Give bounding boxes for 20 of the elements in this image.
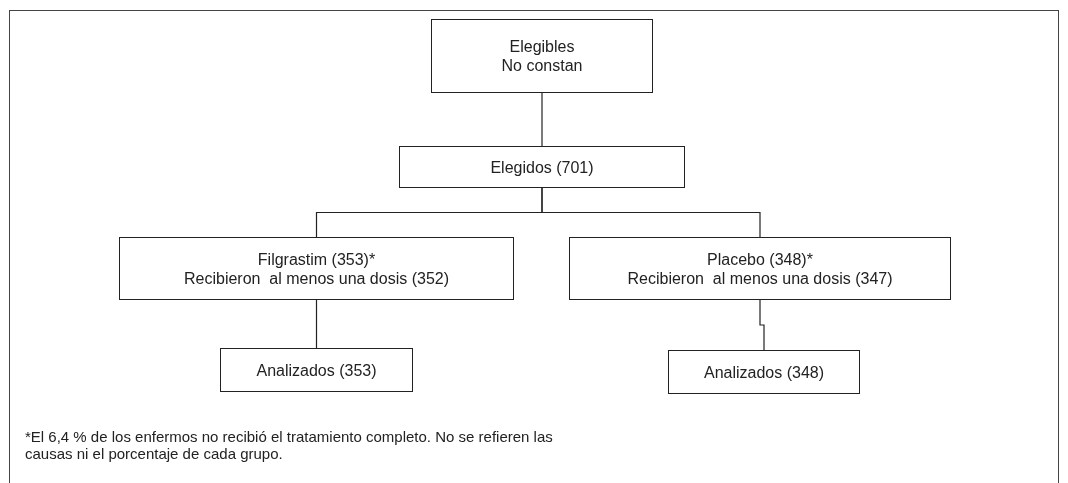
box-text: Elegibles xyxy=(509,37,575,56)
connector-line xyxy=(541,187,761,238)
box-text: Elegidos (701) xyxy=(490,157,594,177)
box-text: Analizados (353) xyxy=(256,360,377,380)
flow-box xyxy=(399,146,685,188)
footnote: *El 6,4 % de los enfermos no recibió el tratamiento completo. No se refieren las causas ni el porcentaje de cada grupo. xyxy=(25,428,554,462)
box-text: Placebo (348)* xyxy=(707,249,813,269)
connector-line xyxy=(759,299,765,351)
box-text: Analizados (348) xyxy=(703,362,825,382)
connector-line xyxy=(315,299,318,349)
flow-box xyxy=(668,350,860,394)
box-text: Recibieron al menos una dosis (352) xyxy=(184,268,449,288)
box-text: Filgrastim (353)* xyxy=(257,249,376,269)
box-text: Recibieron al menos una dosis (347) xyxy=(627,268,893,288)
flow-box xyxy=(119,237,514,300)
connector-line xyxy=(541,92,543,147)
flow-box xyxy=(431,19,653,93)
box-text: No constan xyxy=(501,56,583,75)
flow-box xyxy=(220,348,413,392)
flow-box xyxy=(569,237,951,300)
